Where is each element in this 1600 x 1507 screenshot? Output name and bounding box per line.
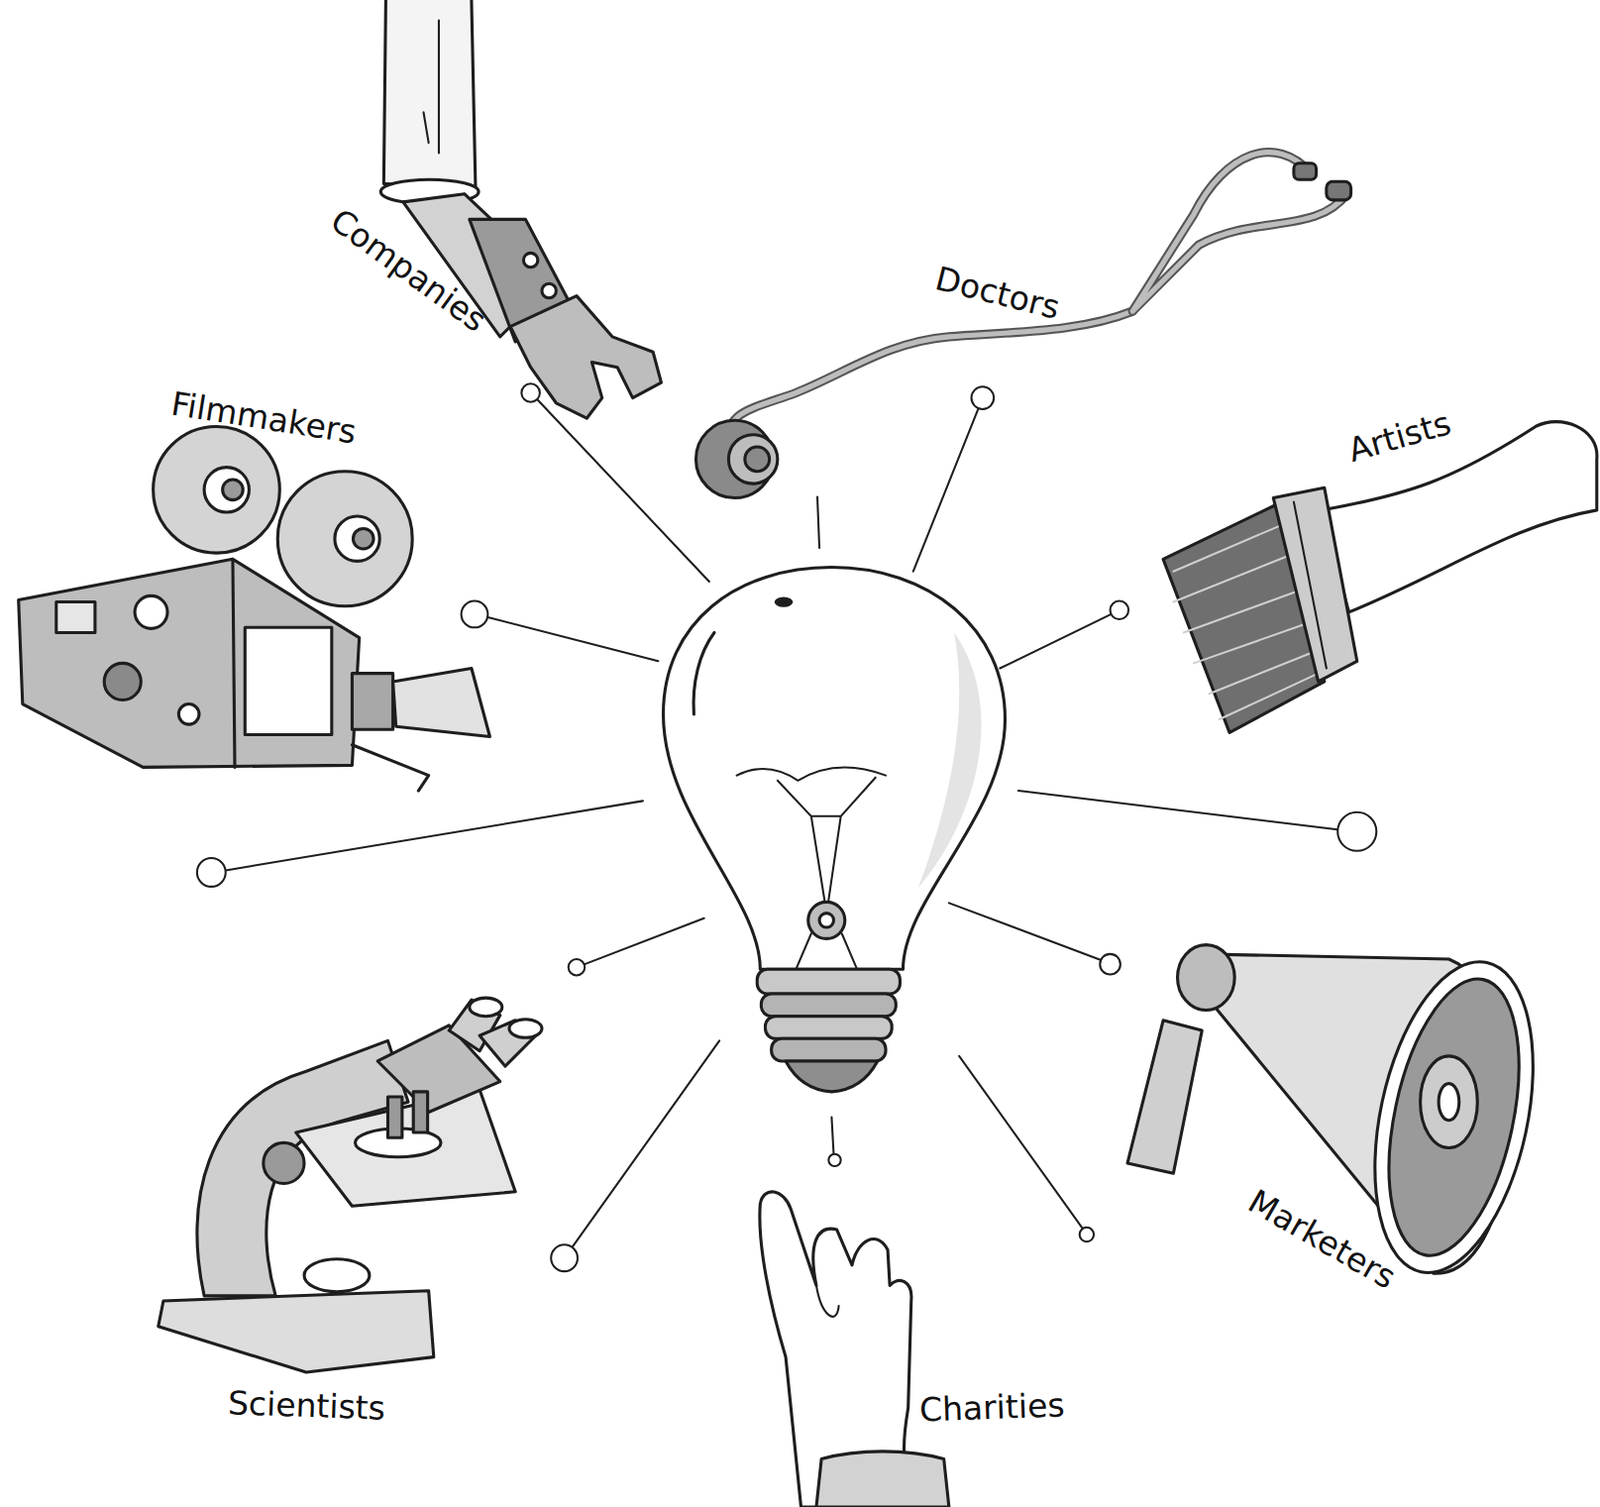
- group-label: Doctors: [932, 261, 1065, 327]
- group-label: Artists: [1344, 405, 1455, 469]
- light-bulb: [663, 567, 1006, 1092]
- spokes: [197, 383, 1377, 1272]
- group-label: Charities: [918, 1387, 1066, 1429]
- group-label: Scientists: [226, 1385, 386, 1427]
- open-hand: [759, 1191, 950, 1507]
- film-camera: [18, 426, 491, 791]
- robot-arm: [380, 0, 661, 419]
- microscope: [158, 997, 542, 1373]
- paintbrush: [1163, 422, 1598, 734]
- stethoscope: [695, 152, 1351, 499]
